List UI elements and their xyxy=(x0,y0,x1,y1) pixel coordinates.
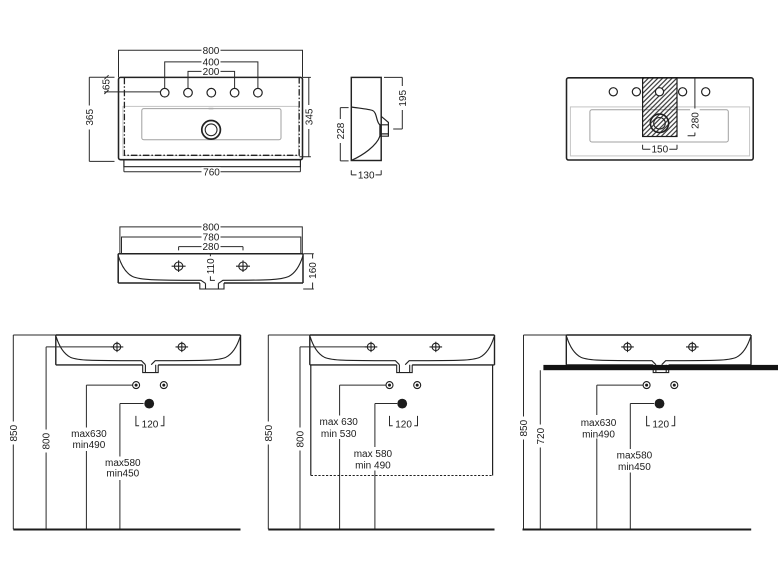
svg-text:780: 780 xyxy=(203,233,220,244)
svg-text:min 530: min 530 xyxy=(321,429,357,440)
svg-text:760: 760 xyxy=(203,167,220,178)
svg-text:min450: min450 xyxy=(618,462,651,473)
svg-text:150: 150 xyxy=(651,145,668,156)
svg-text:200: 200 xyxy=(203,67,220,78)
svg-text:min450: min450 xyxy=(106,469,139,480)
svg-text:max580: max580 xyxy=(617,451,653,462)
svg-text:800: 800 xyxy=(296,430,307,447)
svg-text:130: 130 xyxy=(358,170,375,181)
svg-text:365: 365 xyxy=(85,109,96,126)
svg-text:120: 120 xyxy=(652,419,669,430)
svg-text:max580: max580 xyxy=(105,458,141,469)
svg-text:800: 800 xyxy=(203,222,220,233)
svg-text:345: 345 xyxy=(304,108,315,125)
svg-text:160: 160 xyxy=(308,262,319,279)
svg-text:max630: max630 xyxy=(71,429,107,440)
svg-text:min490: min490 xyxy=(582,429,615,440)
svg-text:280: 280 xyxy=(202,242,219,253)
svg-text:850: 850 xyxy=(264,424,275,441)
svg-text:800: 800 xyxy=(203,46,220,57)
svg-text:110: 110 xyxy=(206,258,217,274)
svg-text:120: 120 xyxy=(142,419,159,430)
svg-text:800: 800 xyxy=(42,432,53,449)
svg-text:400: 400 xyxy=(203,57,220,68)
svg-text:720: 720 xyxy=(536,427,547,444)
svg-text:max630: max630 xyxy=(581,418,617,429)
svg-text:65: 65 xyxy=(101,79,112,91)
svg-text:195: 195 xyxy=(398,90,409,107)
svg-text:120: 120 xyxy=(395,419,412,430)
svg-text:max 630: max 630 xyxy=(320,417,359,428)
svg-text:min 490: min 490 xyxy=(355,460,391,471)
svg-text:850: 850 xyxy=(519,419,530,436)
svg-text:280: 280 xyxy=(690,112,701,129)
svg-text:850: 850 xyxy=(9,424,20,441)
svg-text:max 580: max 580 xyxy=(354,449,393,460)
svg-text:228: 228 xyxy=(336,122,347,139)
svg-text:min490: min490 xyxy=(72,440,105,451)
